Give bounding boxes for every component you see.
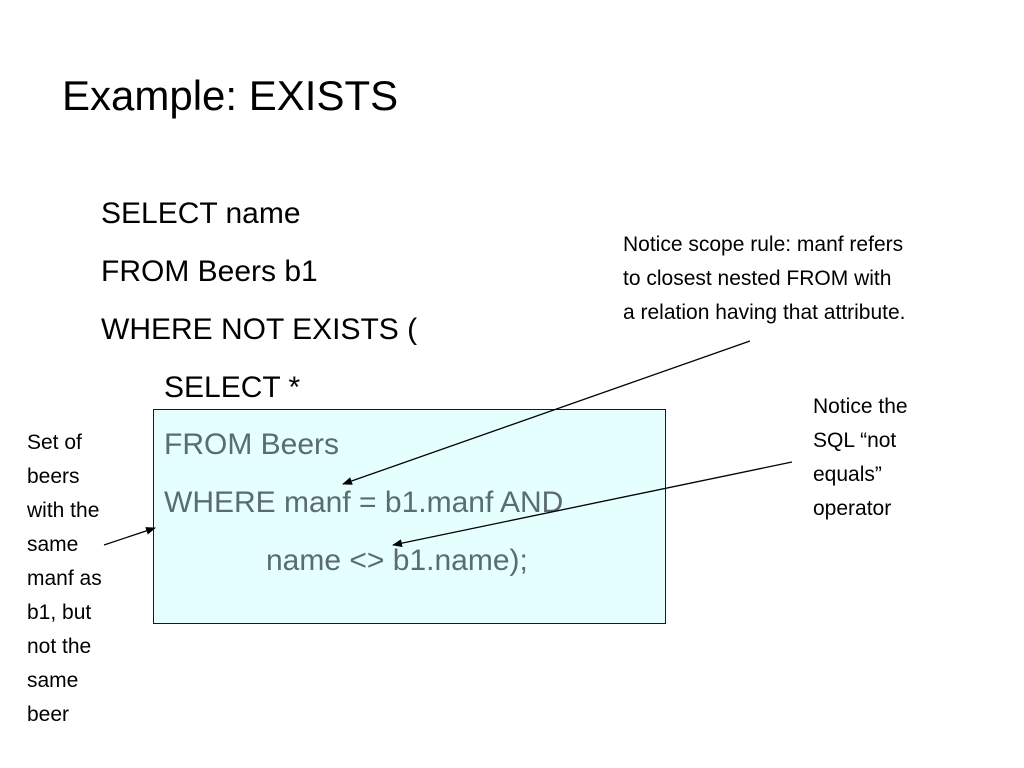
scope-rule-note: Notice scope rule: manf refers to closes… xyxy=(623,228,906,330)
not-equals-note: Notice the SQL “not equals” operator xyxy=(813,390,908,526)
subquery-line-from: FROM Beers xyxy=(164,428,340,461)
scope-rule-note-line: to closest nested FROM with xyxy=(623,267,892,290)
query-line-select: SELECT name xyxy=(101,197,301,230)
set-of-beers-note-line: with the xyxy=(27,499,100,522)
not-equals-note-line: SQL “not xyxy=(813,429,897,452)
subquery-line-select: SELECT * xyxy=(164,371,301,404)
set-of-beers-note: Set of beers with the same manf as b1, b… xyxy=(27,426,127,732)
set-of-beers-note-line: same xyxy=(27,533,79,556)
set-of-beers-note-line: manf as xyxy=(27,567,102,590)
scope-rule-note-line: a relation having that attribute. xyxy=(623,301,906,324)
set-of-beers-note-line: not the xyxy=(27,635,92,658)
subquery-line-name-condition: name <> b1.name); xyxy=(266,544,528,577)
set-of-beers-note-line: beers xyxy=(27,465,80,488)
scope-rule-note-line: Notice scope rule: manf refers xyxy=(623,233,904,256)
query-line-from: FROM Beers b1 xyxy=(101,255,318,288)
set-of-beers-note-line: beer xyxy=(27,703,70,726)
set-of-beers-note-line: same xyxy=(27,669,79,692)
set-of-beers-note-line: b1, but xyxy=(27,601,92,624)
subquery-line-where: WHERE manf = b1.manf AND xyxy=(164,486,564,519)
set-of-beers-note-line: Set of xyxy=(27,431,82,454)
not-equals-note-line: Notice the xyxy=(813,395,908,418)
not-equals-note-line: operator xyxy=(813,497,892,520)
not-equals-note-line: equals” xyxy=(813,463,882,486)
slide-title: Example: EXISTS xyxy=(62,72,399,119)
query-line-where-not-exists: WHERE NOT EXISTS ( xyxy=(101,313,418,346)
